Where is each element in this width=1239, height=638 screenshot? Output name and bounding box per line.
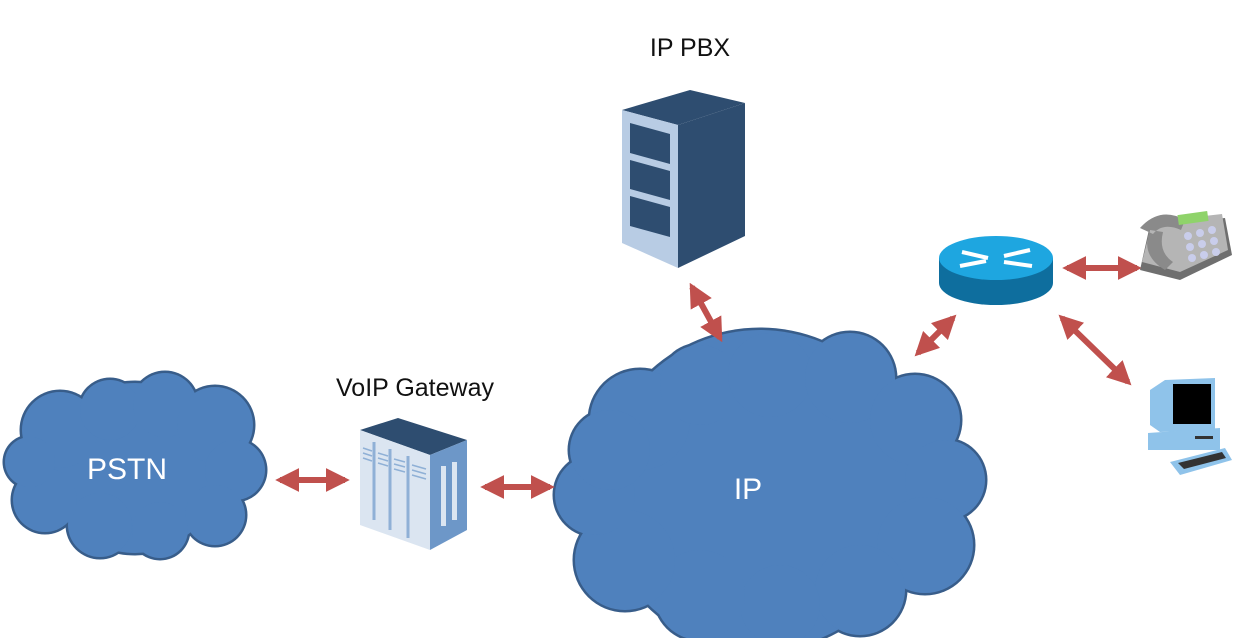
ip-pbx-server-icon — [622, 90, 745, 268]
link-arrows — [275, 256, 1142, 499]
router-icon — [939, 236, 1053, 305]
cloud-lobe — [805, 333, 895, 423]
ip-cloud-icon — [552, 327, 988, 638]
cloud-lobe — [80, 380, 140, 440]
cloud-lobe — [728, 333, 812, 417]
desk-phone-icon — [1140, 210, 1232, 280]
ip-pbx-label: IP PBX — [650, 34, 730, 62]
voip-gateway-icon — [360, 418, 467, 550]
cloud-lobe — [740, 565, 820, 638]
cloud-lobe — [132, 502, 188, 558]
cloud-lobe — [660, 345, 740, 425]
cloud-lobe — [5, 437, 55, 487]
cloud-lobe — [68, 493, 132, 557]
cloud-lobe — [575, 510, 675, 610]
cloud-lobe — [205, 440, 265, 500]
desktop-computer-icon — [1148, 378, 1232, 475]
arrow-router-computer — [1058, 314, 1132, 386]
cloud-lobe — [815, 545, 905, 635]
arrow-pbx-ip — [689, 282, 723, 343]
cloud-lobe — [185, 485, 245, 545]
pstn-label: PSTN — [87, 453, 167, 486]
cloud-lobe — [877, 497, 973, 593]
ip-label: IP — [734, 473, 762, 506]
cloud-lobe — [655, 550, 745, 638]
pstn-cloud-icon — [2, 370, 268, 561]
cloud-lobe — [570, 410, 650, 490]
arrow-ip-router — [914, 314, 957, 357]
voip-gateway-label: VoIP Gateway — [336, 374, 494, 402]
